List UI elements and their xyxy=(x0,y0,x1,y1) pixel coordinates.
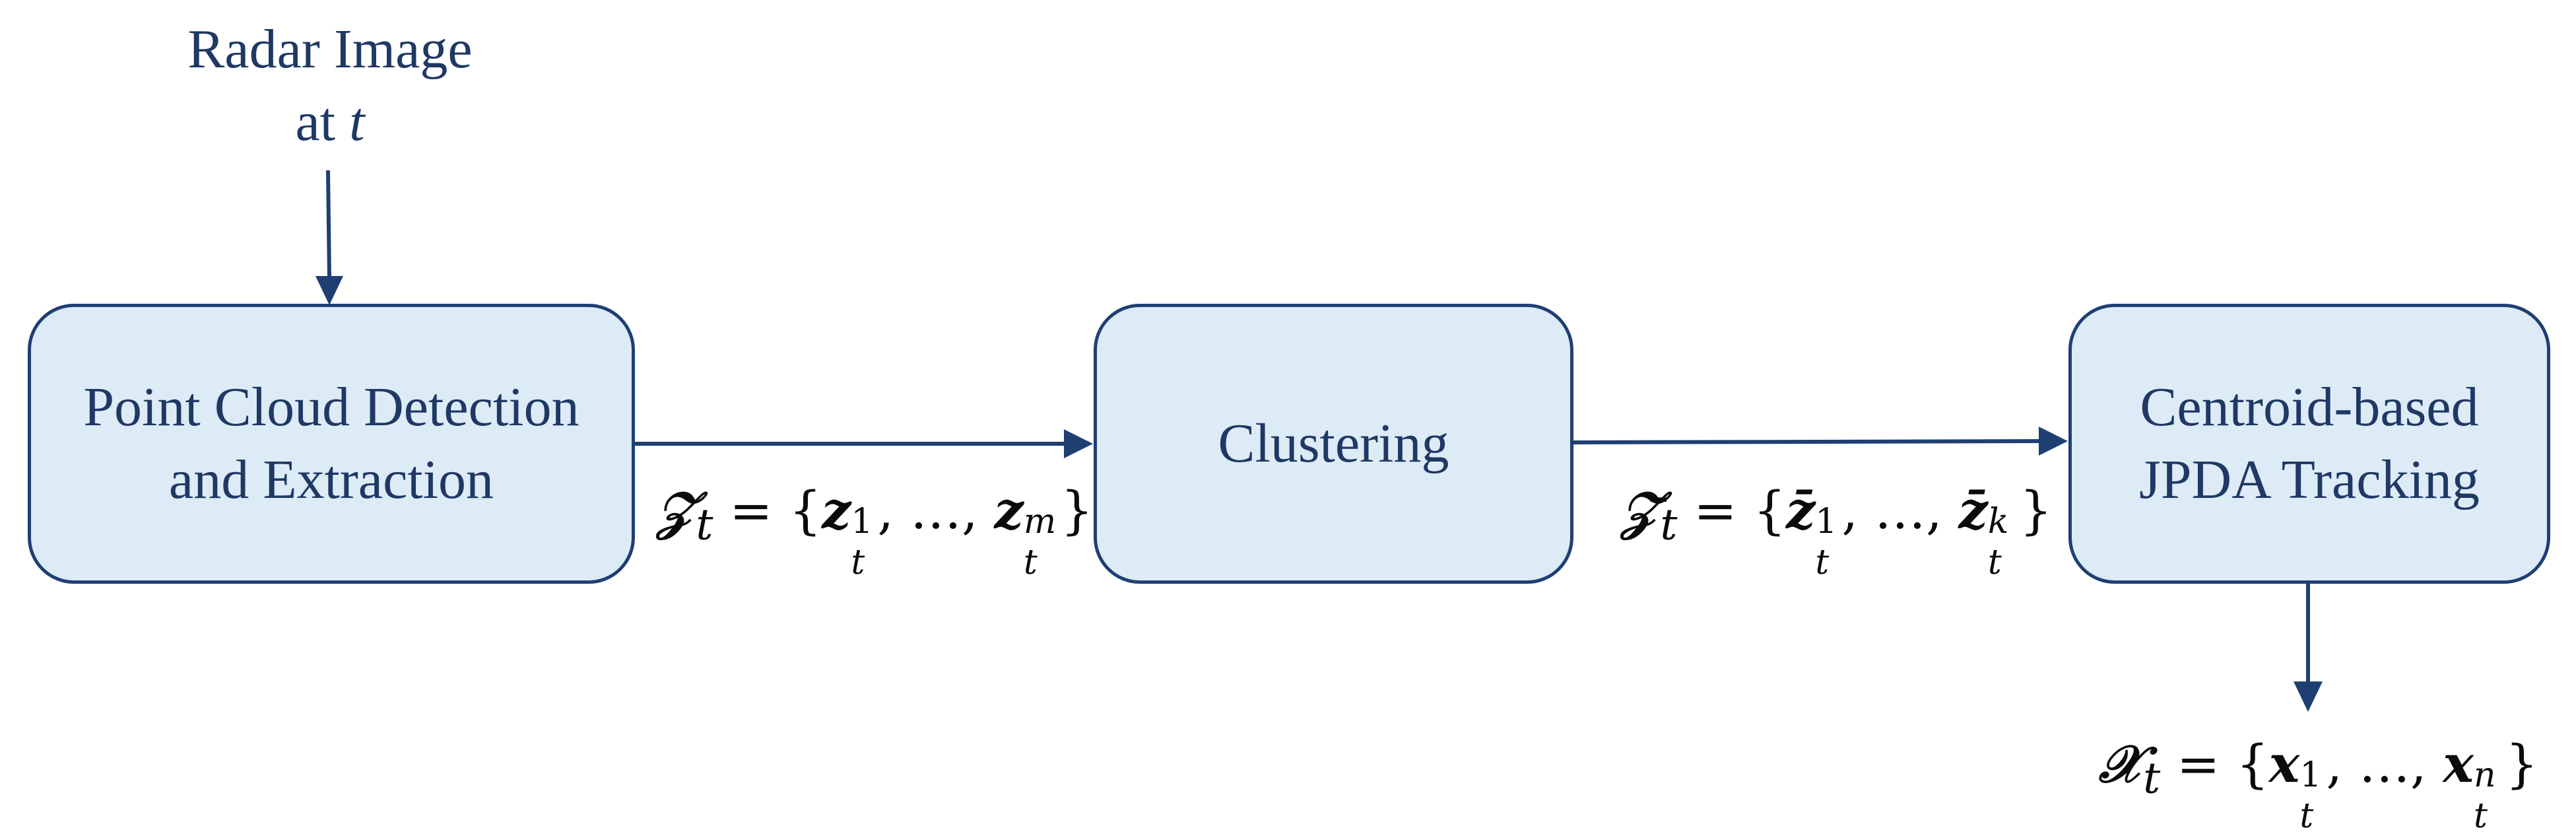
arrow-jpda-to-output xyxy=(2294,582,2323,712)
block-jpda-tracking: Centroid-based JPDA Tracking xyxy=(2068,304,2550,584)
input-caption-line1: Radar Image xyxy=(187,18,473,80)
arrow-input-to-point-cloud xyxy=(315,170,343,305)
block-label: Clustering xyxy=(1218,413,1449,474)
input-caption-line2: at t xyxy=(295,91,365,153)
arrow-clustering-to-jpda xyxy=(1571,427,2068,456)
block-label: Centroid-based JPDA Tracking xyxy=(2139,376,2480,510)
block-clustering: Clustering xyxy=(1094,304,1573,584)
input-caption: Radar Image at t xyxy=(152,13,508,158)
arrow-point-cloud-to-clustering xyxy=(634,429,1093,458)
block-point-cloud-detection: Point Cloud Detection and Extraction xyxy=(28,304,635,584)
block-label: Point Cloud Detection and Extraction xyxy=(83,376,579,510)
